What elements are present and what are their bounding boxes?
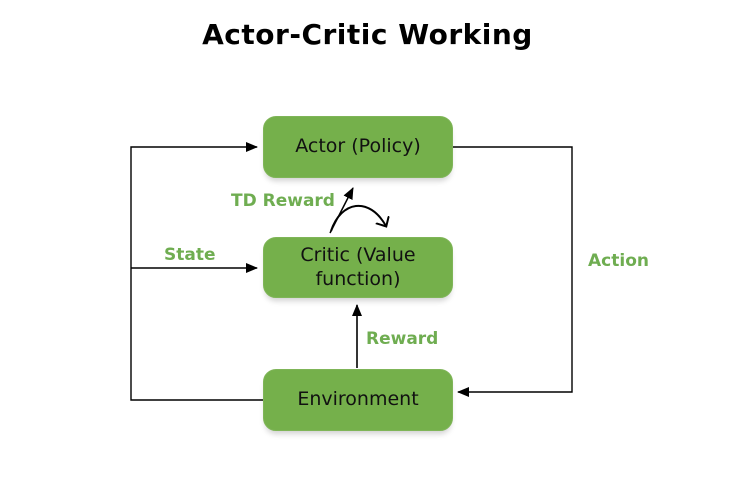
node-actor-label: Actor (Policy): [295, 135, 421, 158]
edge-critic-self-loop: [330, 205, 386, 232]
diagram-title: Actor-Critic Working: [202, 18, 533, 51]
edge-actor-to-environment: [453, 146, 573, 397]
edge-label-td-reward: TD Reward: [231, 191, 335, 211]
edge-label-state: State: [164, 245, 216, 265]
edge-label-reward: Reward: [366, 329, 439, 349]
edge-environment-to-actor: [130, 142, 263, 401]
node-environment-label: Environment: [297, 388, 419, 411]
edge-label-action: Action: [588, 251, 649, 271]
node-critic: Critic (Value function): [263, 237, 453, 298]
node-critic-label: Critic (Value function): [300, 243, 416, 290]
node-environment: Environment: [263, 369, 453, 431]
node-actor: Actor (Policy): [263, 116, 453, 178]
